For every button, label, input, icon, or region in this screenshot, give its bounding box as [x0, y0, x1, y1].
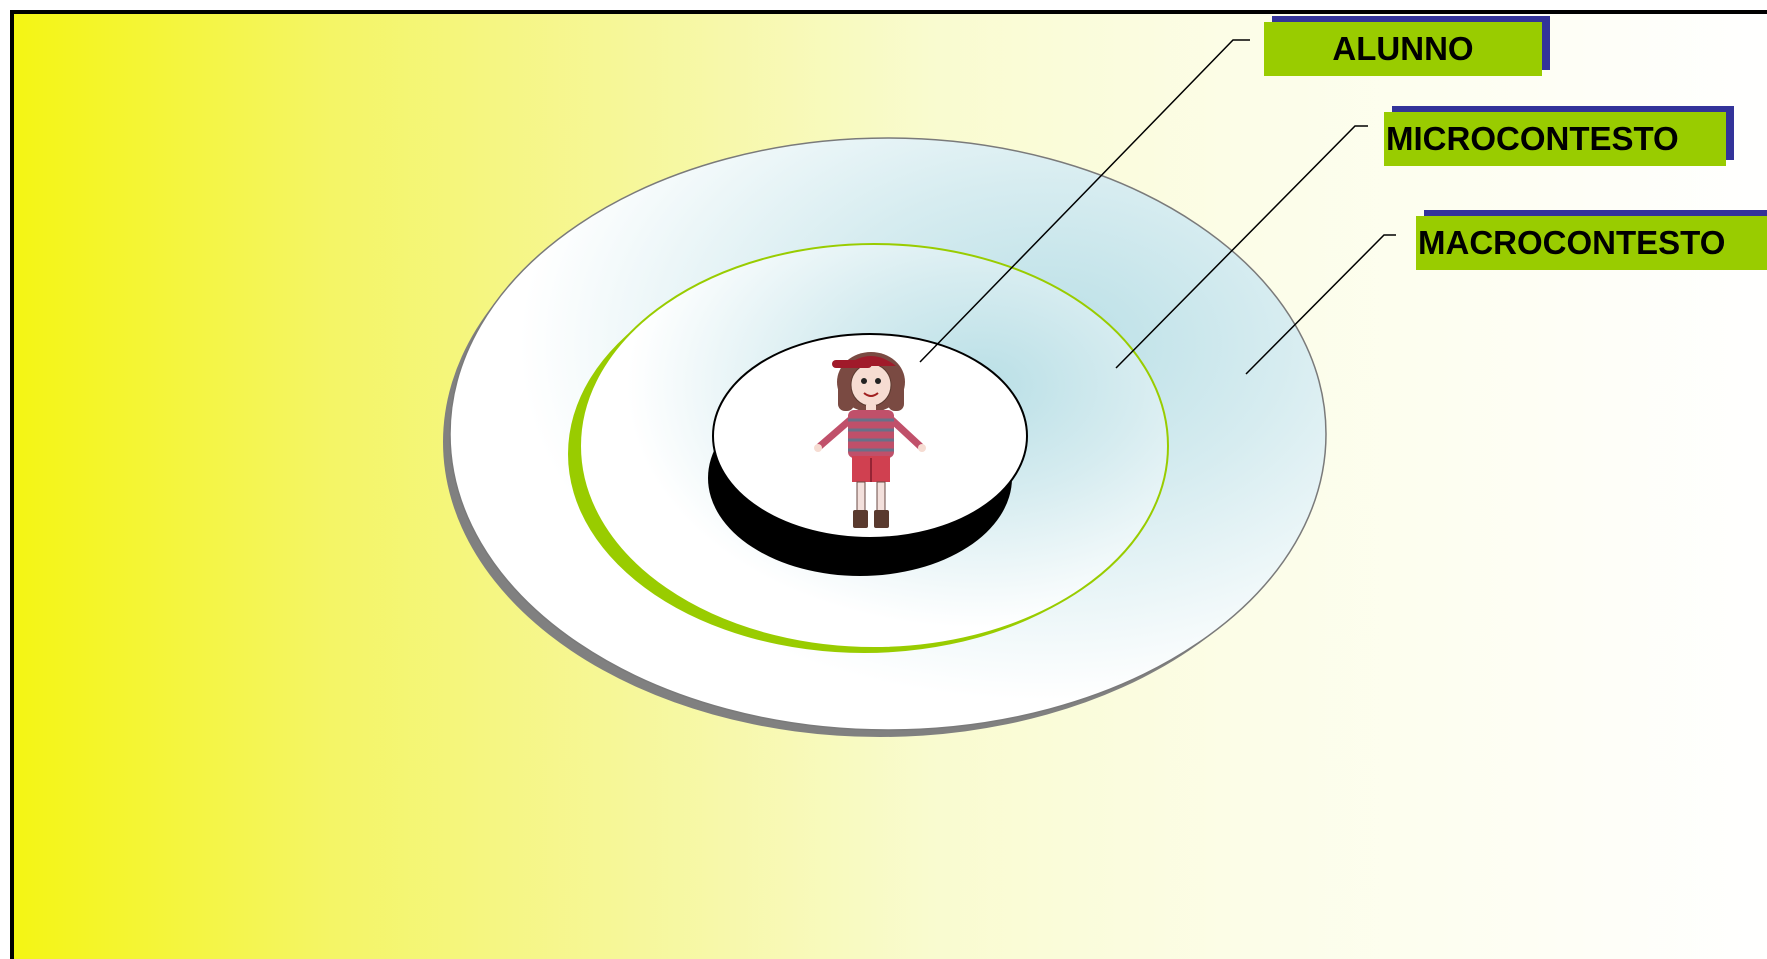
child-drawing-icon	[814, 348, 926, 530]
macrocontext-label: MACROCONTESTO	[1416, 216, 1767, 270]
student-label: ALUNNO	[1264, 22, 1542, 76]
microcontext-label: MICROCONTESTO	[1384, 112, 1726, 166]
